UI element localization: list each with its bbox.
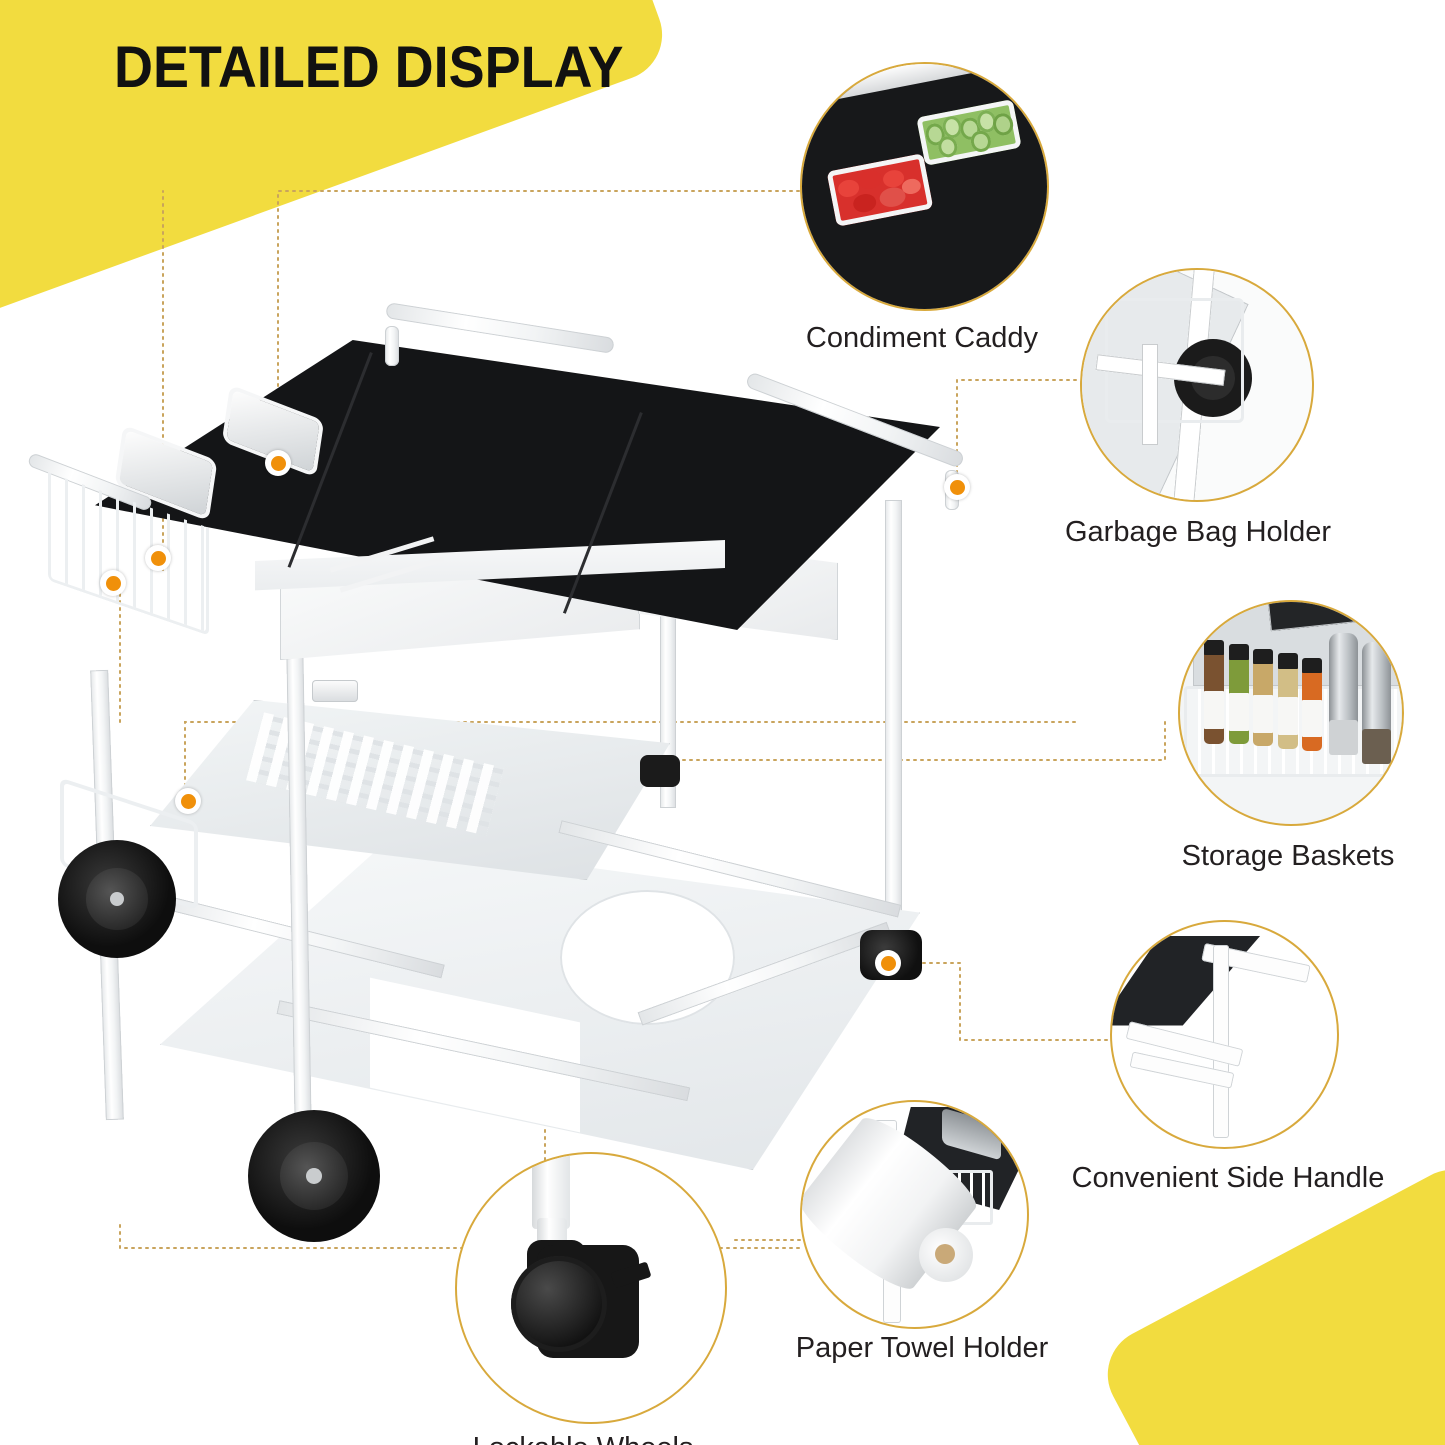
spice-bottle-cap bbox=[1277, 653, 1298, 669]
product-illustration bbox=[26, 300, 1000, 1260]
callout-bubble-paper-towel-holder bbox=[800, 1100, 1029, 1329]
callout-bubble-condiment-caddy bbox=[800, 62, 1049, 311]
pepper-grinder-glass bbox=[1362, 728, 1391, 765]
callout-label-side-handle: Convenient Side Handle bbox=[1071, 1162, 1385, 1194]
callout-label-garbage-bag-holder: Garbage Bag Holder bbox=[1065, 516, 1331, 548]
spice-bottle-cap bbox=[1253, 648, 1274, 665]
side-handle-vertical-bar-art bbox=[1213, 944, 1229, 1138]
callout-label-lockable-wheels: Lockable Wheels bbox=[473, 1432, 694, 1445]
callout-bubble-garbage-bag-holder bbox=[1080, 268, 1314, 502]
spice-bottle-label bbox=[1204, 690, 1225, 729]
caster-post-art bbox=[532, 1154, 570, 1230]
paper-towel-bracket bbox=[312, 680, 358, 702]
callout-storage-baskets[interactable]: Storage Baskets bbox=[1178, 600, 1428, 890]
spice-bottle-label bbox=[1302, 699, 1323, 738]
caster-wheel-disc-art bbox=[510, 1255, 608, 1353]
spice-bottle-label bbox=[1228, 693, 1249, 731]
connector-garbage-bag-holder-b bbox=[184, 721, 1081, 801]
spice-bottle-label bbox=[1253, 695, 1274, 733]
side-handle-rear-left bbox=[385, 302, 615, 354]
hotspot-lockable-caster[interactable] bbox=[875, 950, 901, 976]
callout-bubble-side-handle bbox=[1110, 920, 1339, 1149]
cart-wheel-rear-left bbox=[58, 840, 176, 958]
callout-garbage-bag-holder[interactable]: Garbage Bag Holder bbox=[1065, 268, 1340, 558]
cart-caster-rear bbox=[640, 755, 680, 787]
connector-condiment-caddy bbox=[277, 190, 801, 464]
callout-side-handle[interactable]: Convenient Side Handle bbox=[1072, 920, 1384, 1210]
cart-vertical-bar-art bbox=[1141, 343, 1158, 445]
wheel-axle bbox=[306, 1168, 322, 1184]
hotspot-bag-hoop-left[interactable] bbox=[100, 570, 126, 596]
pepper-grinder bbox=[1362, 641, 1391, 740]
paper-towel-core-art bbox=[934, 1243, 955, 1264]
callout-bubble-storage-baskets bbox=[1178, 600, 1404, 826]
side-handle-rear-left-post bbox=[385, 326, 399, 366]
callout-lockable-wheels[interactable]: Lockable Wheels bbox=[455, 1152, 727, 1445]
callout-label-paper-towel-holder: Paper Towel Holder bbox=[795, 1332, 1049, 1364]
spice-bottle-cap bbox=[1302, 657, 1323, 674]
spice-bottle-label bbox=[1277, 697, 1298, 736]
connector-storage-baskets-b bbox=[654, 721, 1166, 761]
salt-grinder-glass bbox=[1328, 719, 1358, 756]
callout-bubble-lockable-wheels bbox=[455, 1152, 727, 1424]
hotspot-condiment-tray[interactable] bbox=[265, 450, 291, 476]
spice-bottle-cap bbox=[1204, 639, 1225, 656]
callout-paper-towel-holder[interactable]: Paper Towel Holder bbox=[796, 1100, 1050, 1390]
cart-leg-rear-right bbox=[885, 500, 902, 970]
spice-bottle-cap bbox=[1228, 644, 1249, 660]
hotspot-garbage-bag-holder[interactable] bbox=[944, 474, 970, 500]
lower-shelf-round-cutout bbox=[560, 890, 735, 1025]
wheel-axle bbox=[109, 891, 125, 907]
connector-side-handle bbox=[887, 962, 1111, 1041]
callout-label-storage-baskets: Storage Baskets bbox=[1181, 840, 1395, 872]
salt-grinder bbox=[1328, 633, 1358, 731]
cart-wheel-front-left bbox=[248, 1110, 380, 1242]
hotspot-side-basket[interactable] bbox=[145, 545, 171, 571]
hotspot-lower-bag-hoop[interactable] bbox=[175, 788, 201, 814]
callout-label-condiment-caddy: Condiment Caddy bbox=[805, 322, 1039, 354]
callout-condiment-caddy[interactable]: Condiment Caddy bbox=[800, 62, 1055, 354]
page-title: DETAILED DISPLAY bbox=[114, 35, 624, 100]
